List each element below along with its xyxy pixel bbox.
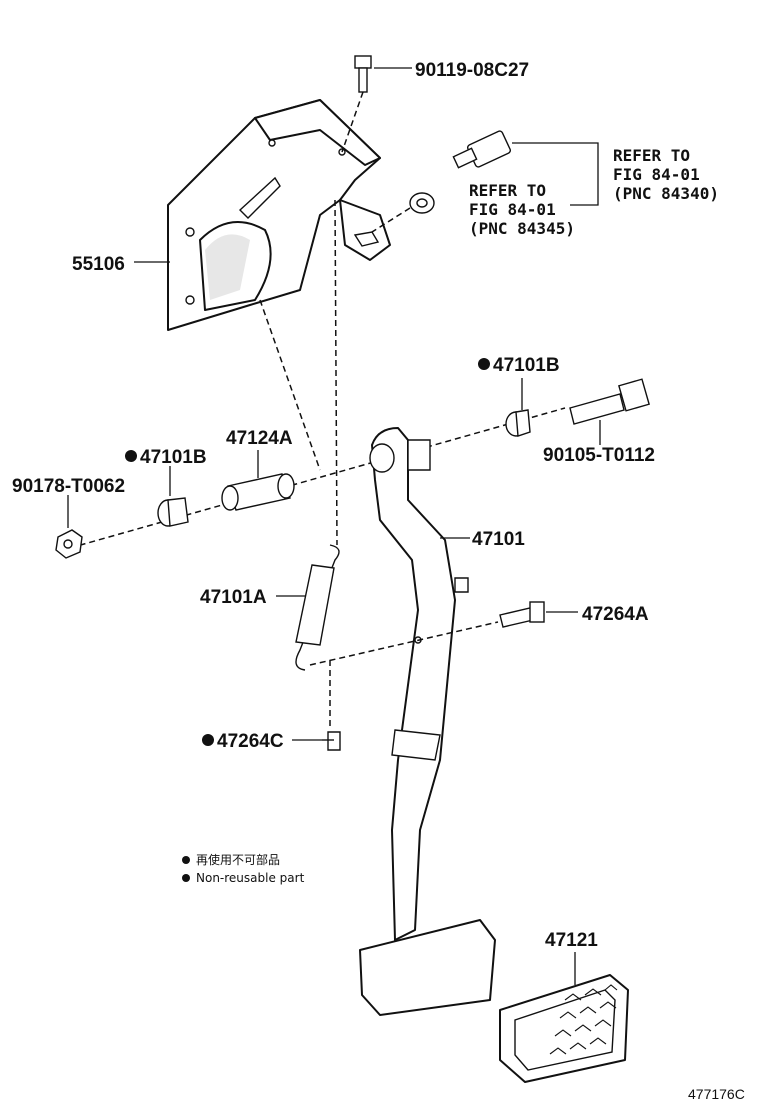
non-reusable-marker [478, 358, 490, 370]
bushing-left-icon [157, 497, 189, 527]
brake-pedal-arm-47101 [369, 427, 469, 941]
label-55106: 55106 [72, 254, 125, 275]
collar-47124A-icon [221, 473, 295, 511]
label-47101: 47101 [472, 529, 525, 550]
legend-bullet-icon [182, 856, 190, 864]
non-reusable-marker [125, 450, 137, 462]
bolt-90105-icon [569, 378, 650, 425]
legend-jp: 再使用不可部品 [196, 852, 280, 867]
label-90178-t0062: 90178-T0062 [12, 476, 125, 497]
cushion-icon [409, 192, 435, 214]
legend-en: Non-reusable part [196, 871, 305, 885]
bolt-90119-icon [354, 55, 372, 93]
label-ref2-line1: REFER TO [469, 181, 546, 200]
label-90105-t0112: 90105-T0112 [543, 445, 655, 466]
bolt-47264A-icon [499, 601, 545, 628]
label-ref2-line3: (PNC 84345) [469, 219, 575, 238]
label-47101a: 47101A [200, 587, 267, 608]
pedal-bracket-55106 [167, 99, 391, 331]
stop-lamp-switch-icon [452, 130, 512, 169]
clip-47264C-icon [322, 731, 341, 751]
bushing-right-icon [505, 409, 531, 437]
nut-90178-icon [55, 529, 83, 559]
label-90119-08c27: 90119-08C27 [415, 60, 529, 81]
figure-id: 477176C [688, 1086, 745, 1102]
label-ref1-line2: FIG 84-01 [613, 165, 700, 184]
label-ref1-line3: (PNC 84340) [613, 184, 719, 203]
label-47101b-right: 47101B [493, 355, 560, 376]
label-47264c: 47264C [217, 731, 284, 752]
label-47101b-left: 47101B [140, 447, 207, 468]
label-ref2-line2: FIG 84-01 [469, 200, 556, 219]
legend-bullet-icon [182, 874, 190, 882]
non-reusable-marker [202, 734, 214, 746]
pedal-pad-cover-47121 [499, 974, 629, 1083]
pedal-pad-base [359, 919, 496, 1016]
label-47124a: 47124A [226, 428, 293, 449]
label-ref1-line1: REFER TO [613, 146, 690, 165]
return-spring-47101A-icon [295, 544, 340, 671]
label-47121: 47121 [545, 930, 598, 951]
label-47264a: 47264A [582, 604, 649, 625]
